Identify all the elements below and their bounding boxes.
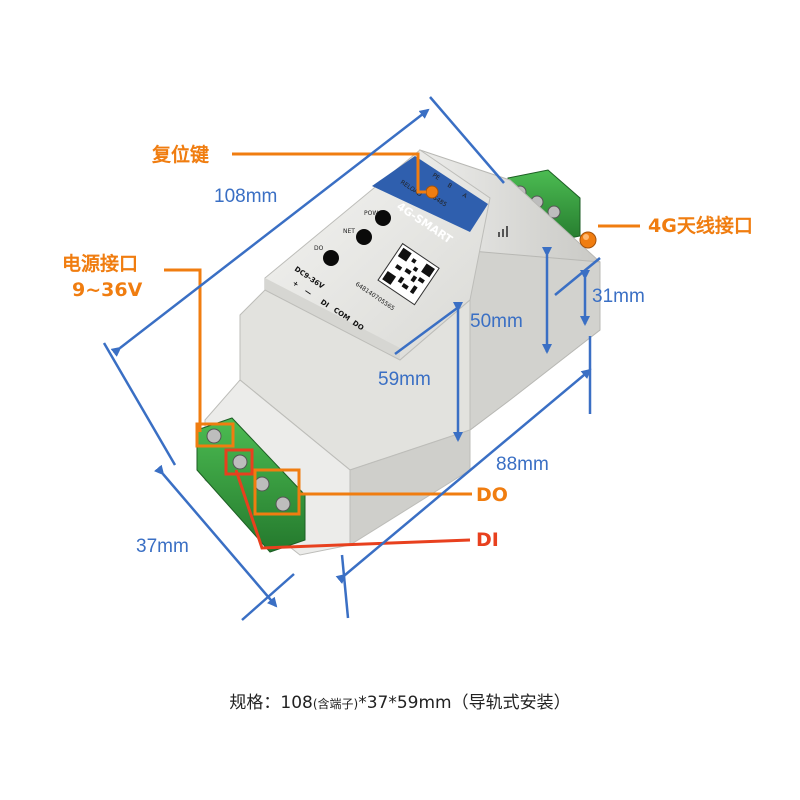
dim-width: 37mm [136,536,189,557]
dim-height-mid: 50mm [470,311,523,332]
dim-length: 108mm [214,186,277,207]
b-mark: B [446,182,453,190]
dim-depth: 88mm [496,454,549,475]
power-voltage-label: 9~36V [72,279,143,301]
antenna-connector [579,231,597,249]
dim-height-total: 59mm [378,369,431,390]
caption-note: (含端子) [312,697,359,711]
signal-icon [498,226,508,237]
dimension-lines [102,96,601,621]
pow-led-label: POW [364,210,378,217]
do-label: DO [476,484,508,506]
di-label: DI [476,529,499,551]
reset-button[interactable] [425,185,439,199]
antenna-port-label: 4G天线接口 [648,214,753,237]
do-led-label: DO [314,245,324,252]
pe-mark: PE [431,172,441,182]
net-led-label: NET [343,228,355,235]
reset-key-label: 复位键 [151,143,209,166]
caption-suffix: *37*59mm（导轨式安装） [358,693,571,713]
power-port-label: 电源接口 [62,252,138,275]
spec-caption: 规格：108(含端子)*37*59mm（导轨式安装） [0,688,800,713]
net-led [356,229,372,245]
caption-prefix: 规格：108 [229,693,313,713]
a-mark: A [461,192,469,201]
dim-height-top: 31mm [592,286,645,307]
do-led [323,250,339,266]
